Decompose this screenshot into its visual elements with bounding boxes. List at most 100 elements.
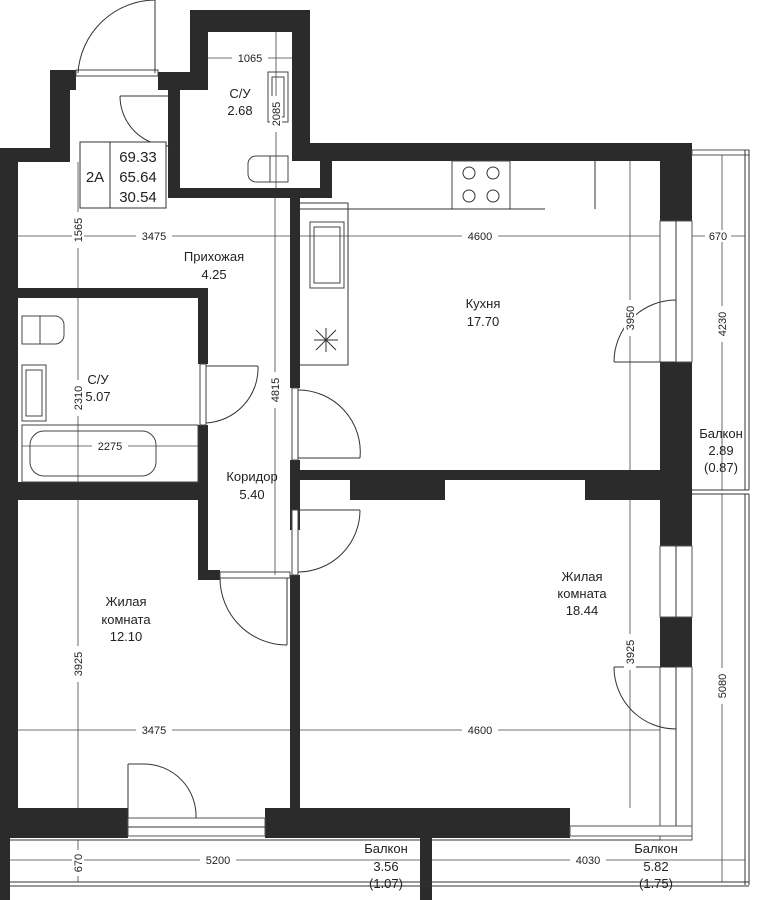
info-box	[79, 141, 167, 209]
wall-column-1	[350, 478, 445, 500]
dim-kitchen-depth: 3950	[625, 306, 637, 330]
room-balcony-bottom-right-area: 5.82	[643, 859, 668, 874]
room-living-right-name-line1: Жилая	[561, 569, 602, 584]
kitchen-door-swing	[297, 389, 361, 459]
room-balcony-right-area-reduced: (0.87)	[704, 460, 738, 475]
wall-corridor-left	[198, 500, 208, 576]
wall-bath-right	[292, 10, 310, 160]
room-balcony-bottom-right-area-reduced: (1.75)	[639, 876, 673, 891]
wall-top-mid	[158, 72, 194, 90]
bath-large-door-frame	[199, 363, 207, 426]
room-bath-large-name: С/У	[87, 372, 109, 387]
dim-living-left-width: 3475	[142, 725, 166, 737]
dim-bath-small-width: 1065	[238, 53, 262, 65]
room-kitchen-area: 17.70	[467, 314, 500, 329]
room-balcony-bottom-left-area: 3.56	[373, 859, 398, 874]
wall-rooms-divider	[290, 575, 300, 815]
wall-kitchen-left	[290, 198, 300, 388]
dim-bath-small-depth: 2085	[271, 102, 283, 126]
balcony-right-top-rail	[691, 149, 750, 156]
room-bath-small-name: С/У	[229, 86, 251, 101]
room-balcony-bottom-left-area-reduced: (1.07)	[369, 876, 403, 891]
wall-balcony-left	[0, 836, 10, 900]
wall-step-left	[50, 70, 70, 162]
wall-bath-small-left	[168, 88, 180, 198]
living-left-door-swing	[219, 577, 288, 646]
room-bath-small-area: 2.68	[227, 103, 252, 118]
dim-bath-large-depth: 2310	[73, 386, 85, 410]
dim-living-right-depth: 3925	[625, 640, 637, 664]
living-right-balcony-door-swing	[613, 666, 677, 730]
wall-kitchen-top	[292, 143, 692, 161]
room-balcony-bottom-left-name: Балкон	[364, 841, 408, 856]
room-balcony-right-area: 2.89	[708, 443, 733, 458]
room-labels: С/У 2.68 Прихожая 4.25 Кухня 17.70 С/У 5…	[85, 86, 742, 891]
dim-balcony-bottom-depth: 670	[73, 854, 85, 872]
dim-hallway-depth: 1565	[73, 218, 85, 242]
dim-corridor-length: 4815	[270, 378, 282, 402]
wall-bath-small-right-stub	[320, 160, 332, 198]
living-right-door-frame	[291, 509, 299, 576]
kitchen-door-frame	[291, 387, 299, 461]
apartment-area-living-total: 65.64	[119, 169, 157, 186]
dim-balcony-right-width: 670	[709, 231, 727, 243]
room-living-right-name-line2: комната	[557, 586, 607, 601]
wall-step-corner	[50, 70, 76, 90]
wall-right-kitchen-lower	[660, 362, 692, 497]
wall-right-living-mid	[660, 617, 692, 667]
living-left-balcony-door-swing	[143, 763, 197, 819]
wall-bottom-left	[0, 808, 128, 838]
room-living-left-name-line2: комната	[101, 612, 151, 627]
wall-right-living-upper	[660, 490, 692, 546]
wall-bath-top	[190, 10, 310, 32]
stove	[451, 160, 511, 210]
dim-hallway-width: 3475	[142, 231, 166, 243]
wall-column-2	[585, 478, 665, 500]
apartment-info: 2А 69.33 65.64 30.54	[79, 141, 167, 209]
wall-top-left	[0, 148, 55, 162]
room-living-left-area: 12.10	[110, 629, 143, 644]
wall-kitchen-left-lower	[290, 460, 300, 510]
window-living-bottom	[569, 825, 693, 837]
entry-door-swing	[77, 0, 156, 74]
bath-large-door-swing	[205, 365, 259, 424]
balconies	[10, 149, 750, 887]
wall-right-kitchen-upper	[660, 143, 692, 221]
room-living-right-area: 18.44	[566, 603, 599, 618]
room-hallway-area: 4.25	[201, 267, 226, 282]
dim-living-right-width: 4600	[468, 725, 492, 737]
room-balcony-bottom-right-name: Балкон	[634, 841, 678, 856]
dim-balcony-bottom-right-length: 4030	[576, 855, 600, 867]
apartment-area-living: 30.54	[119, 189, 157, 206]
doors	[75, 0, 677, 819]
living-left-door-frame	[219, 571, 291, 579]
dimension-labels: 1065 2085 1565 3475 4600 670 3950 4230 2…	[72, 52, 731, 876]
wall-bath-large-top	[0, 288, 208, 298]
room-living-left-name-line1: Жилая	[105, 594, 146, 609]
dim-balcony-right-length: 4230	[717, 312, 729, 336]
dim-bath-large-width: 2275	[98, 441, 122, 453]
bath-small-door-swing	[119, 95, 171, 147]
wall-bath-large-right-lower	[198, 425, 208, 515]
dim-kitchen-width: 4600	[468, 231, 492, 243]
room-balcony-right-name: Балкон	[699, 426, 743, 441]
apartment-area-total: 69.33	[119, 149, 157, 166]
wall-bath-large-right	[198, 288, 208, 364]
dim-balcony-bottom-left-length: 5200	[206, 855, 230, 867]
wall-bottom-mid	[265, 808, 570, 838]
dim-living-left-depth: 3925	[73, 652, 85, 676]
entry-door-frame	[75, 69, 159, 77]
room-corridor-name: Коридор	[226, 469, 277, 484]
wall-corridor-bottom-left	[198, 570, 220, 580]
wall-kitchen-bottom	[300, 470, 660, 480]
room-bath-large-area: 5.07	[85, 389, 110, 404]
room-kitchen-name: Кухня	[466, 296, 501, 311]
living-right-door-swing	[297, 509, 361, 573]
wall-bath-large-bottom	[0, 482, 208, 500]
room-corridor-area: 5.40	[239, 487, 264, 502]
room-hallway-name: Прихожая	[184, 249, 244, 264]
wall-bath-small-bottom	[168, 188, 328, 198]
dim-balcony-far-right-length: 5080	[717, 674, 729, 698]
apartment-type-code: 2А	[86, 169, 104, 186]
